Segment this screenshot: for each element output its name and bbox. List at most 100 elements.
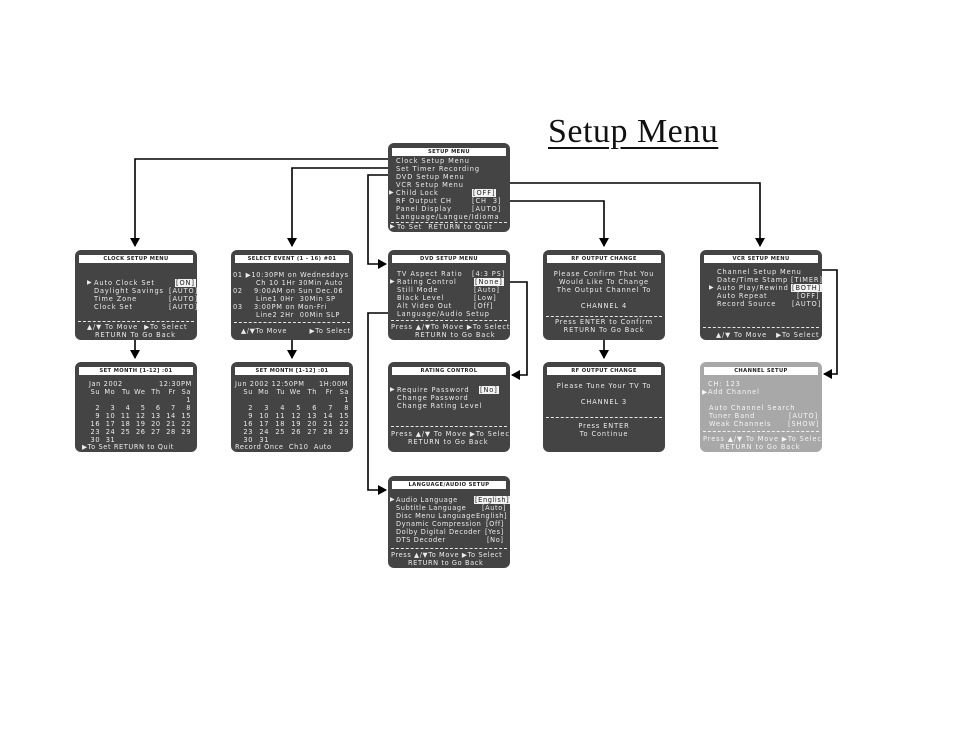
calendar-day[interactable]: 6 bbox=[312, 404, 317, 412]
menu-item-child-lock[interactable]: Child Lock bbox=[396, 189, 439, 197]
calendar-day[interactable]: 22 bbox=[339, 420, 349, 428]
menu-item-alt-video-out[interactable]: Alt Video Out bbox=[397, 302, 453, 310]
calendar-day[interactable]: 19 bbox=[291, 420, 301, 428]
calendar-day[interactable]: 18 bbox=[120, 420, 131, 428]
menu-item-rating-control[interactable]: Rating Control bbox=[397, 278, 457, 286]
calendar-day[interactable]: 3 bbox=[110, 404, 116, 412]
calendar-day[interactable]: 20 bbox=[307, 420, 317, 428]
calendar-day[interactable]: 31 bbox=[105, 436, 116, 444]
calendar-day[interactable]: 15 bbox=[181, 412, 191, 420]
calendar-day[interactable]: 30 bbox=[90, 436, 101, 444]
calendar-day[interactable]: 25 bbox=[120, 428, 131, 436]
calendar-day[interactable]: 16 bbox=[243, 420, 253, 428]
calendar-day[interactable]: 8 bbox=[186, 404, 191, 412]
menu-item-still-mode[interactable]: Still Mode bbox=[397, 286, 439, 294]
menu-item-channel-setup[interactable]: Channel Setup Menu bbox=[717, 268, 802, 276]
menu-item-tv-aspect-ratio[interactable]: TV Aspect Ratio bbox=[397, 270, 463, 278]
calendar-day[interactable]: 27 bbox=[307, 428, 317, 436]
calendar-day[interactable]: 26 bbox=[135, 428, 146, 436]
calendar-day[interactable]: 8 bbox=[344, 404, 349, 412]
calendar-day[interactable]: 9 bbox=[95, 412, 101, 420]
menu-item-vcr-setup[interactable]: VCR Setup Menu bbox=[396, 181, 464, 189]
calendar-day[interactable]: 2 bbox=[95, 404, 101, 412]
menu-item-require-password[interactable]: Require Password bbox=[397, 386, 470, 394]
menu-item-auto-clock-set[interactable]: Auto Clock Set bbox=[94, 279, 155, 287]
calendar-day[interactable]: 14 bbox=[323, 412, 333, 420]
event-line[interactable]: 02 9:00AM on Sun Dec.06 bbox=[233, 287, 344, 295]
menu-item-auto-channel-search[interactable]: Auto Channel Search bbox=[709, 404, 796, 412]
menu-item-auto-repeat[interactable]: Auto Repeat bbox=[717, 292, 768, 300]
calendar-day[interactable]: 10 bbox=[105, 412, 116, 420]
calendar-day[interactable]: 17 bbox=[259, 420, 269, 428]
calendar-day[interactable]: 16 bbox=[90, 420, 101, 428]
calendar-day[interactable]: 11 bbox=[275, 412, 285, 420]
calendar-day[interactable]: 12 bbox=[135, 412, 146, 420]
menu-item-dvd-setup[interactable]: DVD Setup Menu bbox=[396, 173, 465, 181]
calendar-day[interactable]: 22 bbox=[181, 420, 191, 428]
menu-item-record-source[interactable]: Record Source bbox=[717, 300, 777, 308]
calendar-day[interactable]: 5 bbox=[296, 404, 301, 412]
calendar-day[interactable]: 23 bbox=[90, 428, 101, 436]
calendar-day[interactable]: 28 bbox=[166, 428, 176, 436]
menu-item-black-level[interactable]: Black Level bbox=[397, 294, 445, 302]
calendar-day[interactable]: 12 bbox=[291, 412, 301, 420]
calendar-day[interactable]: 29 bbox=[339, 428, 349, 436]
menu-item-dynamic-compression[interactable]: Dynamic Compression bbox=[396, 520, 482, 528]
calendar-day[interactable]: 21 bbox=[166, 420, 176, 428]
calendar-day[interactable]: 23 bbox=[243, 428, 253, 436]
menu-item-date-time-stamp[interactable]: Date/Time Stamp bbox=[717, 276, 789, 284]
calendar-day[interactable]: 19 bbox=[135, 420, 146, 428]
calendar-day[interactable]: 11 bbox=[120, 412, 131, 420]
menu-item-rf-output-ch[interactable]: RF Output CH bbox=[396, 197, 452, 205]
menu-item-language[interactable]: Language/Langue/Idioma bbox=[396, 213, 500, 221]
calendar-day[interactable]: 24 bbox=[259, 428, 269, 436]
calendar-day[interactable]: 17 bbox=[105, 420, 116, 428]
calendar-day[interactable]: 2 bbox=[248, 404, 253, 412]
menu-item-panel-display[interactable]: Panel Display bbox=[396, 205, 452, 213]
menu-item-add-channel[interactable]: ▶Add Channel bbox=[702, 388, 760, 396]
calendar-day[interactable]: 20 bbox=[151, 420, 161, 428]
calendar-day[interactable]: 25 bbox=[275, 428, 285, 436]
calendar-day[interactable]: 18 bbox=[275, 420, 285, 428]
calendar-day[interactable]: 1 bbox=[186, 396, 191, 404]
calendar-day[interactable]: 21 bbox=[323, 420, 333, 428]
calendar-day[interactable]: 1 bbox=[344, 396, 349, 404]
menu-item-set-timer-recording[interactable]: Set Timer Recording bbox=[396, 165, 480, 173]
calendar-day[interactable]: 10 bbox=[259, 412, 269, 420]
calendar-day[interactable]: 7 bbox=[328, 404, 333, 412]
calendar-day[interactable]: 13 bbox=[151, 412, 161, 420]
calendar-day[interactable]: 3 bbox=[264, 404, 269, 412]
calendar-day[interactable]: 15 bbox=[339, 412, 349, 420]
calendar-day[interactable]: 9 bbox=[248, 412, 253, 420]
menu-item-disc-menu-language[interactable]: Disc Menu Language bbox=[396, 512, 476, 520]
calendar-day[interactable]: 30 bbox=[243, 436, 253, 444]
calendar-day[interactable]: 28 bbox=[323, 428, 333, 436]
calendar-day[interactable]: 26 bbox=[291, 428, 301, 436]
calendar-day[interactable]: 6 bbox=[155, 404, 161, 412]
menu-item-language-audio-setup[interactable]: Language/Audio Setup bbox=[397, 310, 490, 318]
menu-item-clock-setup[interactable]: Clock Setup Menu bbox=[396, 157, 470, 165]
menu-item-auto-play-rewind[interactable]: Auto Play/Rewind bbox=[717, 284, 789, 292]
menu-item-change-rating-level[interactable]: Change Rating Level bbox=[397, 402, 483, 410]
calendar-day[interactable]: 24 bbox=[105, 428, 116, 436]
calendar-day[interactable]: 7 bbox=[171, 404, 176, 412]
menu-item-weak-channels[interactable]: Weak Channels bbox=[709, 420, 772, 428]
calendar-day[interactable]: 4 bbox=[125, 404, 131, 412]
menu-item-daylight-savings[interactable]: Daylight Savings bbox=[94, 287, 164, 295]
calendar-day[interactable]: 14 bbox=[166, 412, 176, 420]
menu-item-dts-decoder[interactable]: DTS Decoder bbox=[396, 536, 446, 544]
event-line[interactable]: 01 ▶10:30PM on Wednesdays bbox=[233, 271, 349, 279]
calendar-day[interactable]: 29 bbox=[181, 428, 191, 436]
calendar-day[interactable]: 27 bbox=[151, 428, 161, 436]
event-line[interactable]: 03 3:00PM on Mon-Fri bbox=[233, 303, 327, 311]
menu-item-clock-set[interactable]: Clock Set bbox=[94, 303, 133, 311]
menu-item-dolby-digital-decoder[interactable]: Dolby Digital Decoder bbox=[396, 528, 481, 536]
calendar-day[interactable]: 5 bbox=[140, 404, 146, 412]
menu-item-audio-language[interactable]: Audio Language bbox=[396, 496, 458, 504]
calendar-day[interactable]: 4 bbox=[280, 404, 285, 412]
menu-item-tuner-band[interactable]: Tuner Band bbox=[709, 412, 756, 420]
menu-item-time-zone[interactable]: Time Zone bbox=[94, 295, 138, 303]
menu-item-change-password[interactable]: Change Password bbox=[397, 394, 469, 402]
